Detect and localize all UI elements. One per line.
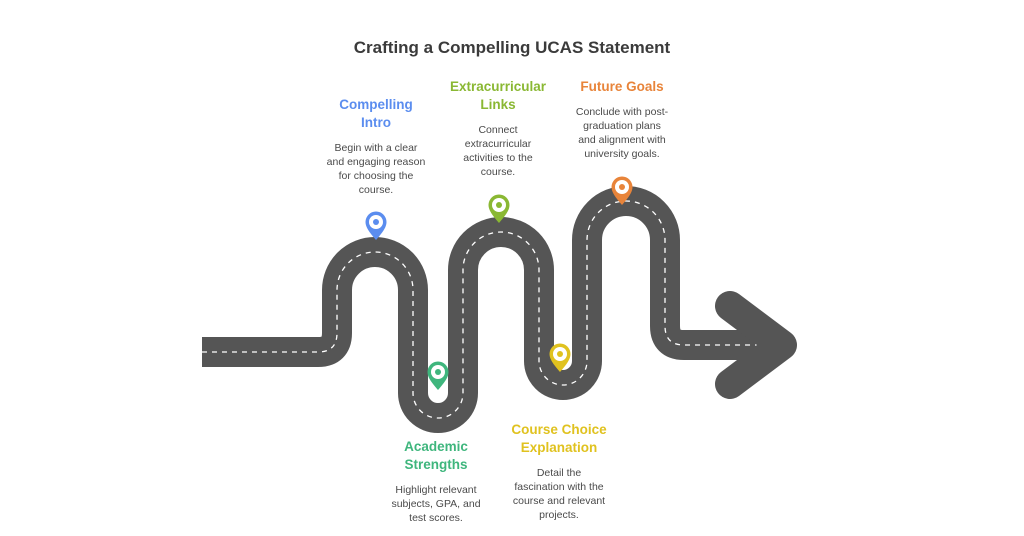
step-desc-line: Conclude with post-	[575, 106, 669, 118]
location-pin-icon	[488, 194, 510, 223]
road-path	[202, 186, 770, 433]
location-pin-icon	[365, 211, 387, 240]
step-extracurricular-links: Extracurricular Links Connect extracurri…	[432, 78, 564, 179]
step-title-line: Course Choice	[511, 422, 607, 437]
step-desc-line: subjects, GPA, and	[391, 498, 481, 510]
step-desc-line: Detail the	[536, 467, 582, 479]
step-desc-line: activities to the	[463, 152, 533, 164]
step-course-choice-explanation: Course Choice Explanation Detail the fas…	[494, 421, 624, 522]
step-title-line: Compelling	[339, 97, 413, 112]
step-title-line: Extracurricular	[449, 79, 547, 94]
step-desc-line: course.	[480, 166, 516, 178]
road-arrowhead	[715, 291, 797, 399]
step-desc-line: and alignment with	[578, 134, 666, 146]
road-center-dashes	[202, 200, 770, 419]
step-title-line: Academic	[404, 439, 468, 454]
step-desc-line: fascination with the	[514, 481, 604, 493]
location-pin-icon	[427, 361, 449, 390]
step-title: Compelling Intro	[315, 96, 437, 132]
step-compelling-intro: Compelling Intro Begin with a clear and …	[315, 96, 437, 197]
step-description: Highlight relevant subjects, GPA, and te…	[375, 483, 497, 525]
step-title: Extracurricular Links	[432, 78, 564, 114]
step-desc-line: Highlight relevant	[395, 484, 477, 496]
location-pin-icon	[549, 343, 571, 372]
step-desc-line: Connect	[478, 124, 518, 136]
step-future-goals: Future Goals Conclude with post- graduat…	[557, 78, 687, 161]
step-desc-line: for choosing the	[338, 170, 414, 182]
step-title: Academic Strengths	[375, 438, 497, 474]
diagram-title: Crafting a Compelling UCAS Statement	[353, 38, 671, 57]
step-title-line: Future Goals	[580, 79, 664, 94]
step-academic-strengths: Academic Strengths Highlight relevant su…	[375, 438, 497, 525]
step-desc-line: Begin with a clear	[334, 142, 418, 154]
step-description: Conclude with post- graduation plans and…	[557, 105, 687, 161]
step-description: Connect extracurricular activities to th…	[432, 123, 564, 179]
step-title-line: Intro	[361, 115, 391, 130]
step-desc-line: course and relevant	[512, 495, 606, 507]
step-title-line: Strengths	[404, 457, 468, 472]
step-desc-line: projects.	[539, 509, 579, 521]
step-desc-line: test scores.	[409, 512, 463, 524]
step-desc-line: and engaging reason	[326, 156, 426, 168]
step-title: Course Choice Explanation	[494, 421, 624, 457]
step-desc-line: university goals.	[584, 148, 660, 160]
step-desc-line: extracurricular	[464, 138, 532, 150]
step-description: Begin with a clear and engaging reason f…	[315, 141, 437, 197]
step-title-line: Links	[480, 97, 516, 112]
step-desc-line: graduation plans	[583, 120, 661, 132]
location-pin-icon	[611, 176, 633, 205]
step-title: Future Goals	[557, 78, 687, 96]
step-description: Detail the fascination with the course a…	[494, 466, 624, 522]
step-title-line: Explanation	[520, 440, 598, 455]
step-desc-line: course.	[358, 184, 394, 196]
